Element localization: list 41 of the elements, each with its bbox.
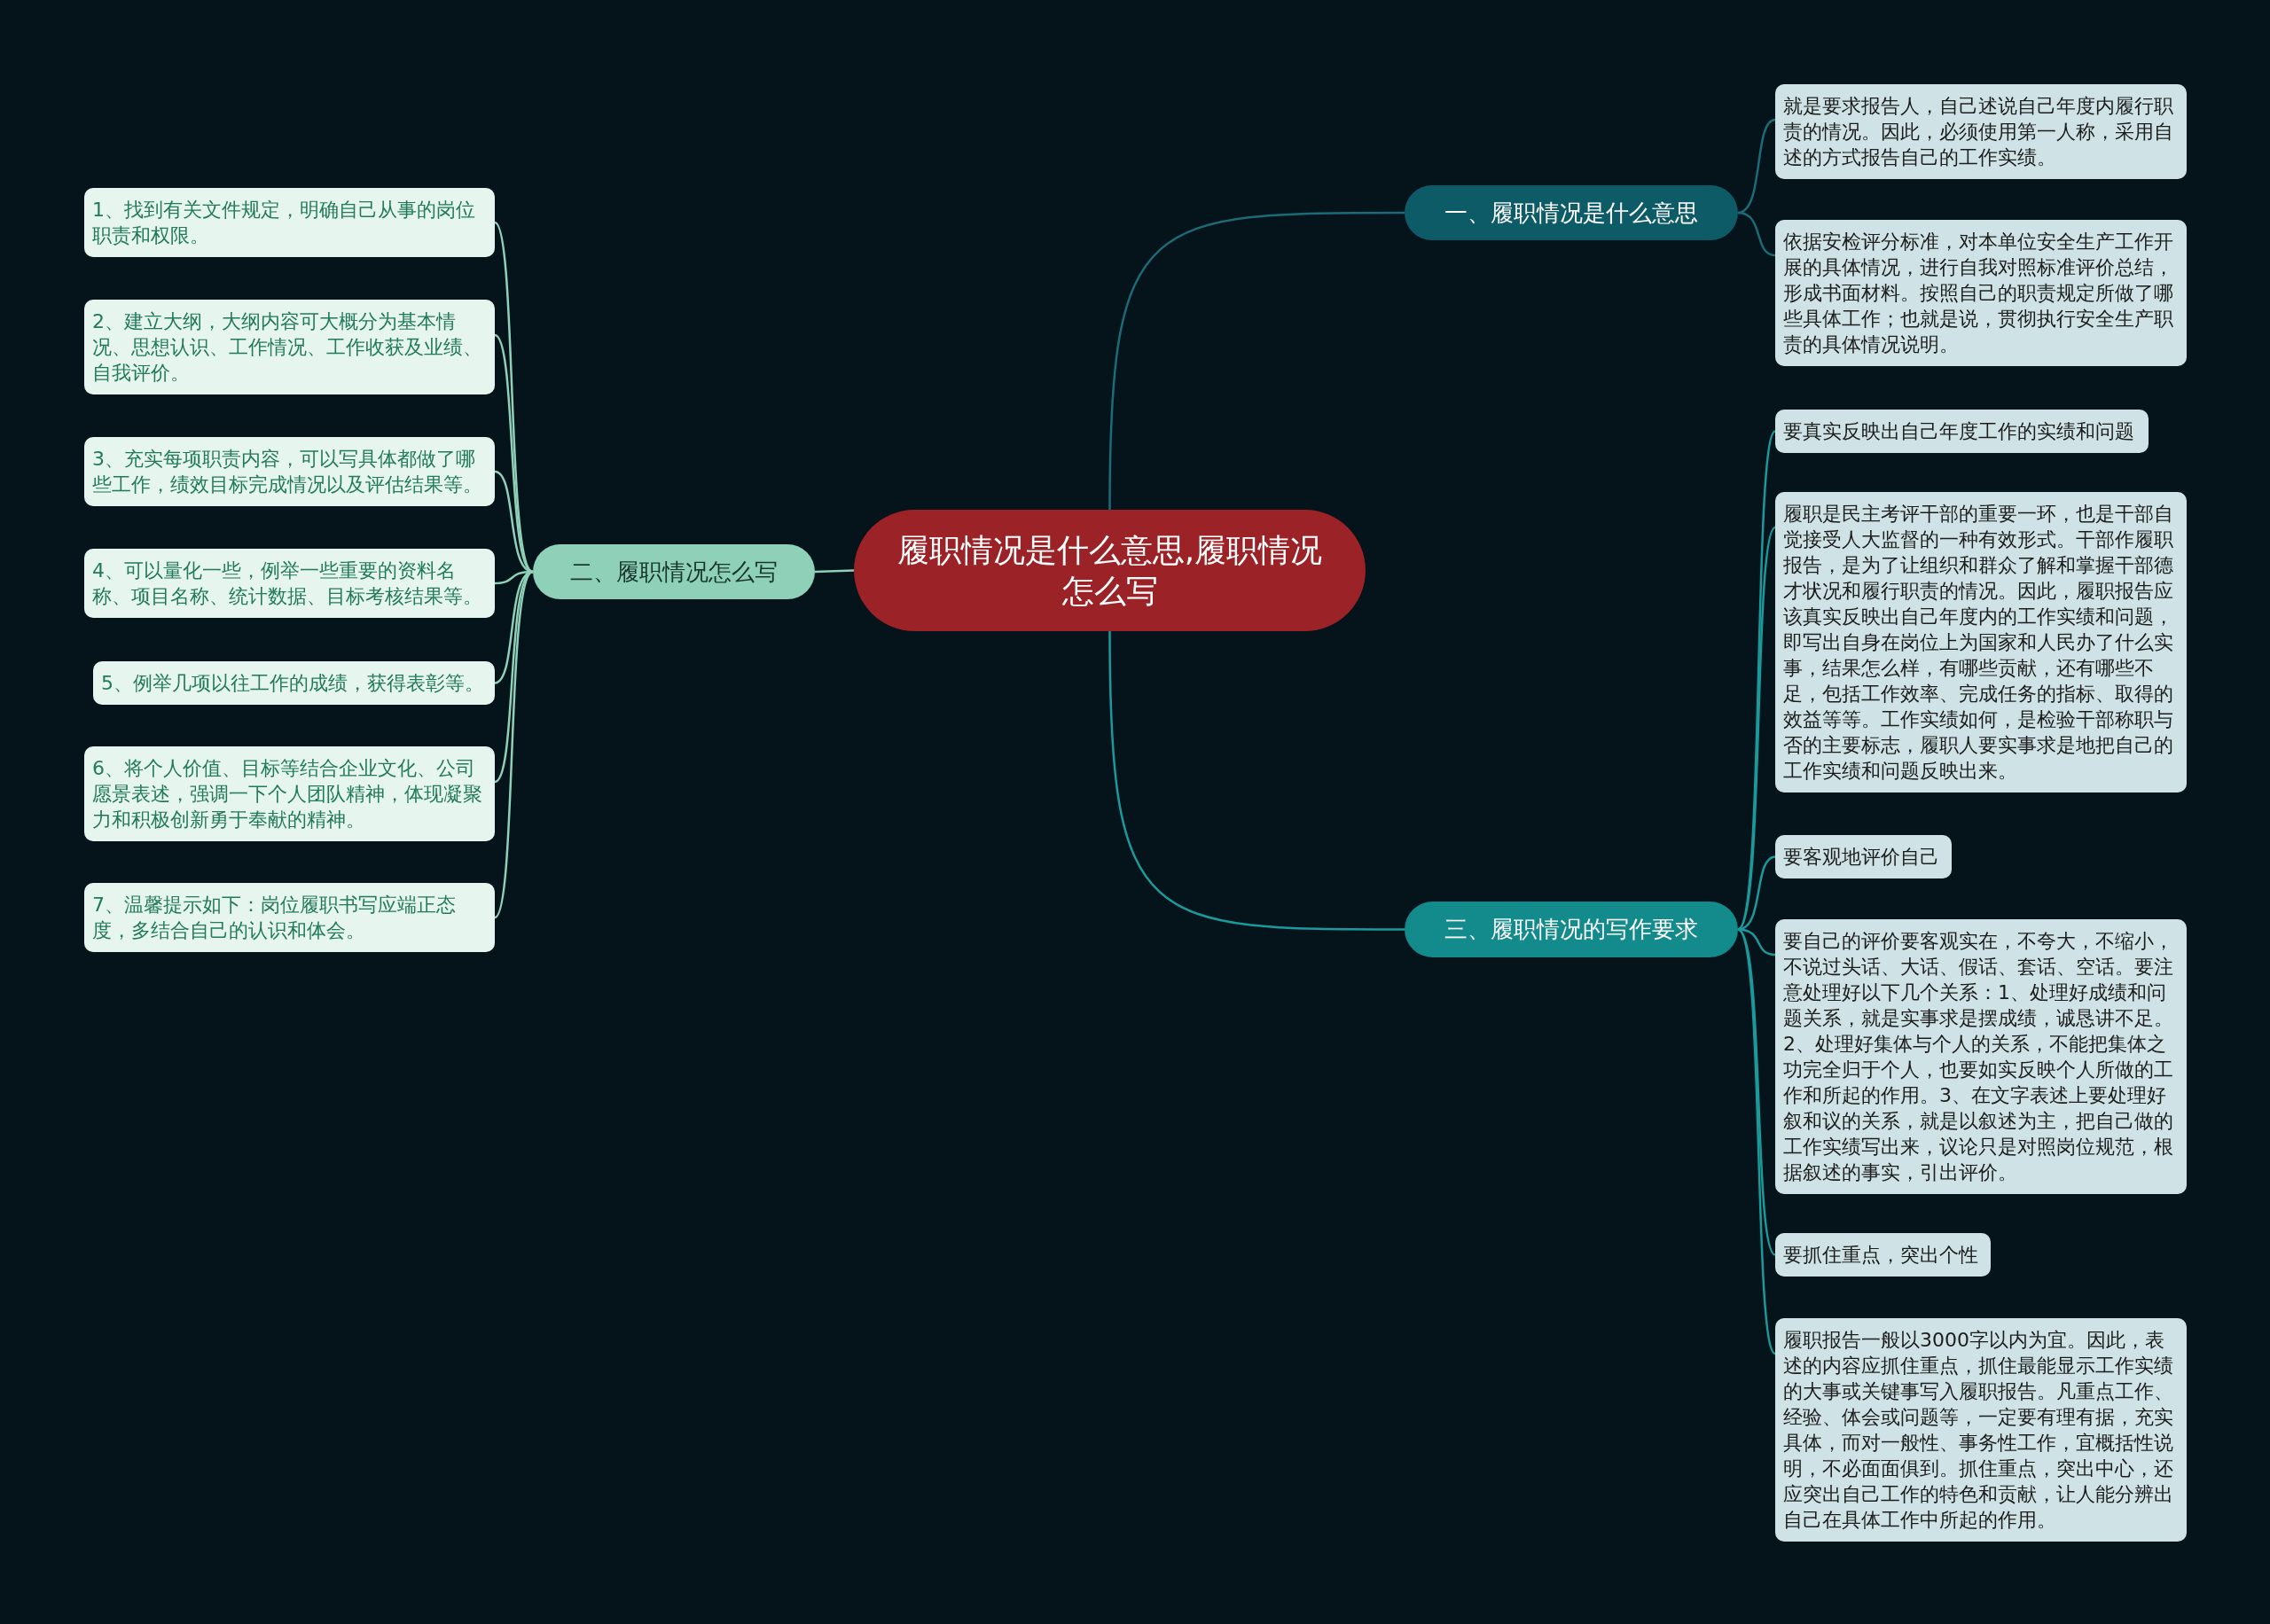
topic-text: 依据安检评分标准，对本单位安全生产工作开展的具体情况，进行自我对照标准评价总结，形成书面材料。按照自己的职责规定所做了哪些具体工作；也就是说，贯彻执行安全生产职责的具体情况说明。 xyxy=(1783,230,2174,357)
connector-line xyxy=(494,571,534,918)
topic-text: 2、建立大纲，大纲内容可大概分为基本情况、思想认识、工作情况、工作收获及业绩、自我评价。 xyxy=(92,309,483,386)
connector-line xyxy=(1737,527,1777,931)
topic-text: 要抓住重点，突出个性 xyxy=(1783,1243,1979,1268)
topic-text: 1、找到有关文件规定，明确自己从事的岗位职责和权限。 xyxy=(92,198,476,248)
topic-text: 5、例举几项以往工作的成绩，获得表彰等。 xyxy=(101,671,485,696)
subtopic-card xyxy=(93,661,495,705)
topic-text: 一、履职情况是什么意思 xyxy=(1444,198,1698,228)
subtopic-card xyxy=(1775,220,2187,366)
connector-line xyxy=(1737,211,1776,257)
topic-text: 4、可以量化一些，例举一些重要的资料名称、项目名称、统计数据、目标考核结果等。 xyxy=(92,558,483,609)
topic-text: 三、履职情况的写作要求 xyxy=(1444,915,1698,944)
topic-text: 要真实反映出自己年度工作的实绩和问题 xyxy=(1783,419,2135,444)
connector-line xyxy=(814,569,855,574)
connector-line xyxy=(494,570,534,783)
connector-line xyxy=(1737,118,1776,215)
subtopic-card xyxy=(1775,84,2187,179)
topic-text: 就是要求报告人，自己述说自己年度内履行职责的情况。因此，必须使用第一人称，采用自述的方式报告自己的工作实绩。 xyxy=(1783,94,2174,170)
topic-text: 7、温馨提示如下：岗位履职书写应端正态度，多结合自己的认识和体会。 xyxy=(92,893,457,943)
topic-text: 履职是民主考评干部的重要一环，也是干部自觉接受人大监督的一种有效形式。干部作履职报告，是为了让组织和群众了解和掌握干部德才状况和履行职责的情况。因此，履职报告应该真实反映出自己年度内的工作实绩和问题，即写出自身在岗位上为国家和人民办了什么实事，结果怎么样，有哪些贡献，还有哪些不足，包括工作效率、完成任务的指标、取得的效益等等。工作实绩如何，是检验干部称职与否的主要标志，履职人要实事求是地把自己的工作实绩和问题反映出来。 xyxy=(1783,502,2174,784)
subtopic-card xyxy=(84,300,495,394)
topic-text: 履职报告一般以3000字以内为宜。因此，表述的内容应抓住重点，抓住最能显示工作实绩的大事或关键事写入履职报告。凡重点工作、经验、体会或问题等，一定要有理有据，充实具体，而对一般性、事务性工作，宜概括性说明，不必面面俱到。抓住重点，突出中心，还应突出自己工作的特色和贡献，让人能分辨出自己在具体工作中所起的作用。 xyxy=(1783,1328,2174,1533)
topic-text: 履职情况是什么意思,履职情况怎么写 xyxy=(896,530,1324,611)
subtopic-card xyxy=(84,549,495,618)
connector-line xyxy=(1108,631,1405,931)
subtopic-card xyxy=(84,746,495,841)
topic-text: 3、充实每项职责内容，可以写具体都做了哪些工作，绩效目标完成情况以及评估结果等。 xyxy=(92,447,483,497)
connector-line xyxy=(1108,211,1405,510)
topic-text: 二、履职情况怎么写 xyxy=(570,557,778,587)
topic-text: 要自己的评价要客观实在，不夸大，不缩小，不说过头话、大话、假话、套话、空话。要注意处理好以下几个关系：1、处理好成绩和问题关系，就是实事求是摆成绩，诚恳讲不足。2、处理好集体与个人的关系，不能把集体之功完全归于个人，也要如实反映个人所做的工作和所起的作用。3、在文字表述上要处理好叙和议的关系，就是以叙述为主，把自己做的工作实绩写出来，议论只是对照岗位规范，根据叙述的事实，引出评价。 xyxy=(1783,929,2174,1185)
connector-line xyxy=(494,222,534,573)
subtopic-card xyxy=(1775,410,2149,453)
subtopic-card xyxy=(1775,835,1952,878)
topic-text: 6、将个人价值、目标等结合企业文化、公司愿景表述，强调一下个人团队精神，体现凝聚力和积极创新勇于奉献的精神。 xyxy=(92,756,483,832)
topic-text: 要客观地评价自己 xyxy=(1783,845,1940,870)
subtopic-card xyxy=(84,188,495,257)
subtopic-card xyxy=(84,437,495,506)
subtopic-card xyxy=(1775,1233,1991,1277)
subtopic-card xyxy=(84,883,495,952)
connector-line xyxy=(494,334,534,573)
